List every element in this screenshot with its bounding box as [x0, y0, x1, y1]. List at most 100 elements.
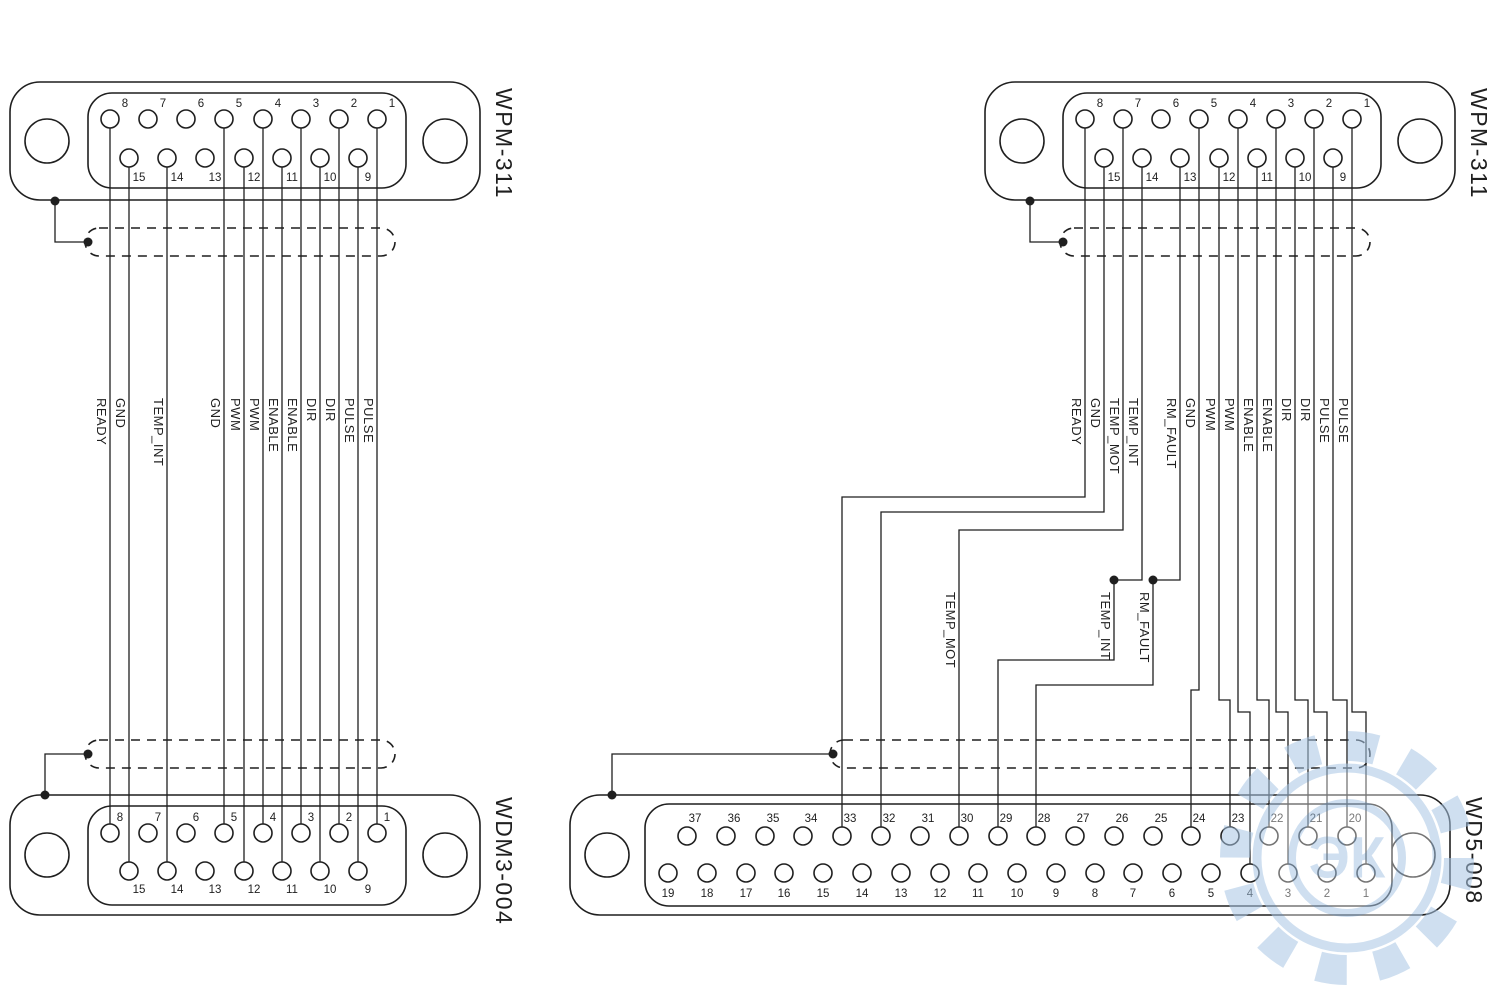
pin-wdm3-004-4: [253, 823, 273, 843]
shield-wire: [1029, 201, 1063, 243]
pin-wdm3-004-10: [310, 861, 330, 881]
pin-number: 1: [1364, 98, 1370, 110]
pin-wpm311-top-left-1: [367, 109, 387, 129]
wire-right-temp_int: [997, 167, 1143, 827]
pin-number: 11: [1261, 172, 1273, 184]
signal-label: DIR: [1298, 398, 1313, 422]
shield-junction-dot: [40, 790, 50, 800]
pin-number: 13: [895, 888, 908, 900]
signal-label: TEMP_INT: [151, 398, 166, 466]
signal-label-mid: TEMP_MOT: [943, 592, 958, 668]
pin-number: 8: [122, 98, 128, 110]
pin-number: 9: [365, 172, 371, 184]
pin-wpm311-top-right-8: [1075, 109, 1095, 129]
pin-wd5-008-29: [988, 826, 1008, 846]
pin-number: 9: [365, 884, 371, 896]
pin-number: 2: [1324, 888, 1330, 900]
pin-number: 15: [817, 888, 830, 900]
pin-wpm311-top-left-4: [253, 109, 273, 129]
wire-right-enable: [1275, 128, 1289, 864]
signal-label: ENABLE: [1260, 398, 1275, 452]
pin-wd5-008-7: [1123, 863, 1143, 883]
shield-wire: [54, 201, 88, 243]
pin-wdm3-004-15: [119, 861, 139, 881]
pin-wdm3-004-7: [138, 823, 158, 843]
pin-wd5-008-18: [697, 863, 717, 883]
wire-right-rm_fault: [1035, 167, 1181, 827]
mounting-hole: [999, 118, 1045, 164]
pin-wd5-008-31: [910, 826, 930, 846]
wire-right-pwm: [1218, 167, 1231, 827]
wire-right-enable: [1256, 167, 1270, 827]
pin-number: 29: [1000, 813, 1013, 825]
pin-wd5-008-35: [755, 826, 775, 846]
signal-label: DIR: [304, 398, 319, 422]
pin-number: 10: [1011, 888, 1024, 900]
signal-label: DIR: [1279, 398, 1294, 422]
pin-wd5-008-5: [1201, 863, 1221, 883]
pin-wd5-008-30: [949, 826, 969, 846]
pin-wpm311-top-right-1: [1342, 109, 1362, 129]
pin-wdm3-004-2: [329, 823, 349, 843]
pin-number: 31: [922, 813, 935, 825]
wire-right-pwm: [1237, 128, 1251, 864]
pin-number: 10: [324, 884, 337, 896]
pin-wd5-008-20: [1337, 826, 1357, 846]
connector-wdm3-004: [9, 794, 481, 916]
pin-number: 12: [248, 884, 261, 896]
pin-wpm311-top-left-5: [214, 109, 234, 129]
pin-number: 13: [209, 172, 222, 184]
pin-wd5-008-10: [1007, 863, 1027, 883]
pin-number: 20: [1349, 813, 1362, 825]
signal-label: GND: [1183, 398, 1198, 428]
wire-right-gnd: [1190, 128, 1200, 827]
pin-number: 2: [346, 812, 352, 824]
wire-right-temp_mot: [958, 128, 1124, 827]
connector-name: WPM-311: [491, 88, 517, 199]
pin-number: 2: [351, 98, 357, 110]
shield-junction-dot: [1058, 237, 1068, 247]
pin-number: 27: [1077, 813, 1090, 825]
pin-wd5-008-34: [793, 826, 813, 846]
wire-right-dir: [1313, 128, 1328, 864]
pin-wpm311-top-right-3: [1266, 109, 1286, 129]
pin-wdm3-004-11: [272, 861, 292, 881]
pin-wpm311-top-left-6: [176, 109, 196, 129]
connector-wpm311-top-left: [9, 81, 481, 201]
pin-number: 14: [171, 172, 184, 184]
pin-wdm3-004-9: [348, 861, 368, 881]
pin-number: 1: [384, 812, 390, 824]
signal-label: ENABLE: [285, 398, 300, 452]
mounting-hole: [422, 118, 468, 164]
signal-label: PWM: [1203, 398, 1218, 431]
pin-wd5-008-26: [1104, 826, 1124, 846]
pin-number: 6: [1169, 888, 1175, 900]
pin-number: 3: [313, 98, 319, 110]
signal-label: GND: [113, 398, 128, 428]
pin-number: 18: [701, 888, 714, 900]
pin-number: 8: [117, 812, 123, 824]
pin-wdm3-004-1: [367, 823, 387, 843]
signal-label-mid: RM_FAULT: [1137, 592, 1152, 663]
pin-wd5-008-16: [774, 863, 794, 883]
signal-label: READY: [94, 398, 109, 445]
pin-wd5-008-1: [1356, 863, 1376, 883]
pin-wpm311-top-left-10: [310, 148, 330, 168]
pin-number: 28: [1038, 813, 1051, 825]
watermark-inner-ring: [1288, 799, 1406, 917]
pin-wd5-008-2: [1317, 863, 1337, 883]
pin-number: 37: [689, 813, 702, 825]
signal-label: ENABLE: [1241, 398, 1256, 452]
pin-wpm311-top-left-9: [348, 148, 368, 168]
pin-number: 5: [1211, 98, 1217, 110]
shield-wire: [611, 753, 833, 795]
pin-wpm311-top-left-8: [100, 109, 120, 129]
pin-number: 11: [286, 172, 298, 184]
pin-wd5-008-9: [1046, 863, 1066, 883]
pin-wd5-008-33: [832, 826, 852, 846]
pin-number: 7: [1135, 98, 1141, 110]
